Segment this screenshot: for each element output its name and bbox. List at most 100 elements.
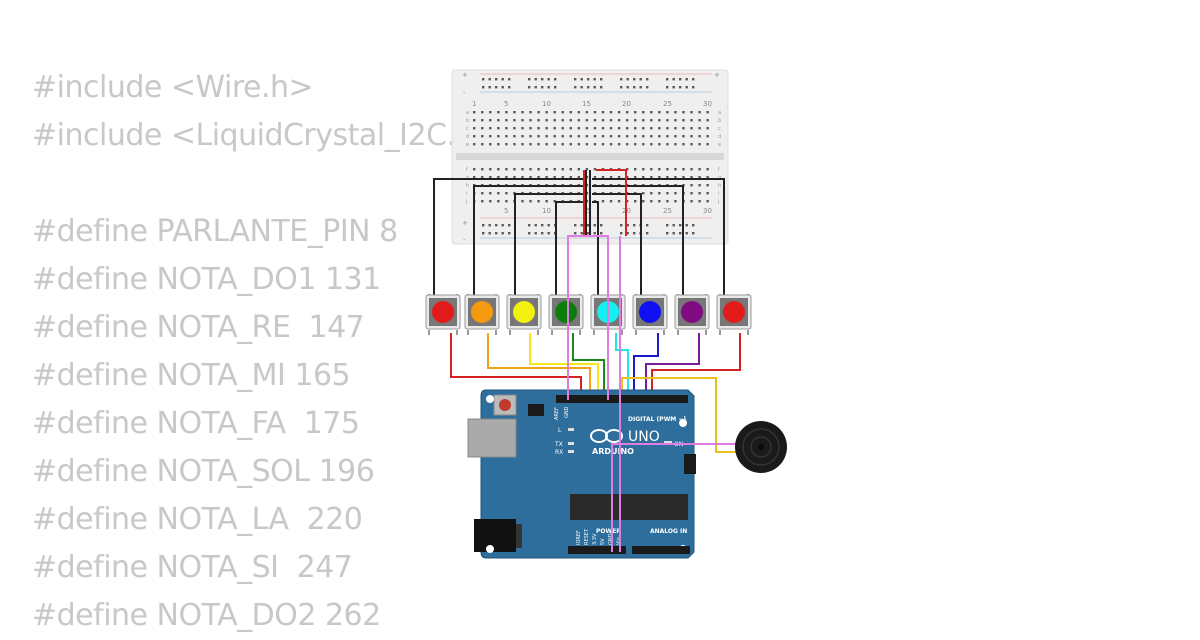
- ground-wire: [433, 178, 584, 296]
- rail-minus-label: -: [463, 89, 466, 97]
- aref-label: AREF: [554, 407, 560, 420]
- analog-header: [632, 546, 690, 554]
- push-buttons: [425, 294, 752, 335]
- ground-wire: [592, 201, 599, 296]
- code-line: #define NOTA_SI 247: [32, 550, 353, 585]
- column-number: 25: [663, 207, 672, 215]
- wire-yellow: [529, 333, 599, 400]
- power-jumpers: [583, 169, 627, 236]
- rail-plus-label: +: [462, 219, 468, 227]
- code-line: #include <Wire.h>: [32, 70, 314, 105]
- column-number: 25: [663, 100, 672, 108]
- speaker: [735, 421, 787, 473]
- code-line: #define NOTA_MI 165: [32, 358, 351, 393]
- ground-wire: [473, 185, 584, 296]
- ground-wire: [555, 201, 584, 296]
- arduino-uno: AREF GND DIGITAL (PWM ~) L TX RX UNO ARD…: [467, 389, 696, 559]
- row-letter: i: [466, 191, 467, 197]
- red-jumper: [596, 169, 627, 236]
- column-number: 5: [504, 207, 508, 215]
- row-letter: c: [466, 126, 469, 132]
- wire-red: [450, 333, 582, 400]
- analog-label: ANALOG IN: [650, 528, 687, 535]
- wire-orange: [487, 333, 591, 400]
- microcontroller-chip: [570, 494, 688, 520]
- code-line: #include <LiquidCrystal_I2C.h>: [32, 118, 499, 153]
- v33-label: 3.3V: [592, 533, 598, 545]
- ground-wire: [514, 193, 584, 296]
- rail-plus-label: +: [462, 71, 468, 79]
- column-number: 5: [504, 100, 508, 108]
- ioref-label: IOREF: [576, 530, 582, 545]
- digital-header: [556, 395, 688, 403]
- code-line: #define NOTA_LA 220: [32, 502, 363, 537]
- row-letter: h: [466, 183, 469, 189]
- wire-red: [651, 333, 741, 400]
- column-number: 20: [622, 100, 631, 108]
- logo-text: ARDUINO: [592, 447, 634, 456]
- column-number: 15: [582, 100, 591, 108]
- code-line: #define NOTA_SOL 196: [32, 454, 375, 489]
- rail-plus-label: +: [714, 71, 720, 79]
- code-line: #define NOTA_DO2 262: [32, 598, 381, 633]
- row-letter: b: [718, 118, 721, 124]
- gnd-label: GND: [564, 406, 570, 418]
- row-letter: a: [718, 110, 721, 116]
- code-listing: #include <Wire.h> #include <LiquidCrystal…: [32, 64, 499, 640]
- power-label: POWER: [596, 528, 621, 535]
- code-line: #define NOTA_DO1 131: [32, 262, 381, 297]
- l-label: L: [558, 427, 562, 434]
- push-button: [674, 294, 710, 335]
- breadboard: + - + + - 1 5 10 15 20 25 30 5 10 15 20 …: [451, 69, 729, 245]
- row-letter: e: [718, 142, 721, 148]
- push-button: [464, 294, 500, 335]
- pink-wire: [567, 235, 609, 400]
- ground-wire: [592, 193, 642, 296]
- wire-speaker: [621, 377, 740, 453]
- row-letter: d: [466, 134, 469, 140]
- row-letter: d: [718, 134, 721, 140]
- row-letter: f: [466, 167, 468, 173]
- row-letter: a: [466, 110, 469, 116]
- row-letter: j: [717, 199, 719, 205]
- icsp-header: [684, 454, 696, 474]
- ground-wires: [433, 170, 725, 296]
- code-line: #define NOTA_RE 147: [32, 310, 365, 345]
- tx-label: TX: [554, 441, 563, 448]
- row-letter: h: [718, 183, 721, 189]
- column-number: 1: [472, 100, 476, 108]
- icsp-header: [528, 404, 544, 416]
- signal-wires: [450, 333, 741, 453]
- push-button: [632, 294, 668, 335]
- pink-wires: [567, 235, 740, 552]
- rail-minus-label: -: [463, 236, 466, 244]
- column-number: 30: [703, 100, 712, 108]
- row-letter: e: [466, 142, 469, 148]
- pink-wire: [611, 443, 740, 552]
- rx-label: RX: [555, 449, 563, 456]
- power-jack: [474, 519, 516, 552]
- code-line: #define PARLANTE_PIN 8: [32, 214, 398, 249]
- push-button: [425, 294, 461, 335]
- ground-wire: [592, 185, 684, 296]
- reset-label: RESET: [584, 528, 590, 545]
- column-number: 30: [703, 207, 712, 215]
- wire-green: [572, 333, 605, 400]
- column-number: 10: [542, 207, 551, 215]
- code-line: #define NOTA_FA 175: [32, 406, 360, 441]
- power-header: [568, 546, 626, 554]
- column-number: 10: [542, 100, 551, 108]
- row-letter: b: [466, 118, 469, 124]
- row-letter: f: [718, 167, 720, 173]
- digital-label: DIGITAL (PWM ~): [628, 416, 686, 423]
- push-button: [506, 294, 542, 335]
- row-letter: j: [465, 199, 467, 205]
- wire-purple: [645, 333, 700, 400]
- model-text: UNO: [628, 429, 660, 445]
- v5-label: 5V: [600, 538, 606, 545]
- push-button: [716, 294, 752, 335]
- arduino-logo: [590, 429, 623, 443]
- ground-wire: [592, 178, 725, 296]
- usb-port: [467, 418, 517, 458]
